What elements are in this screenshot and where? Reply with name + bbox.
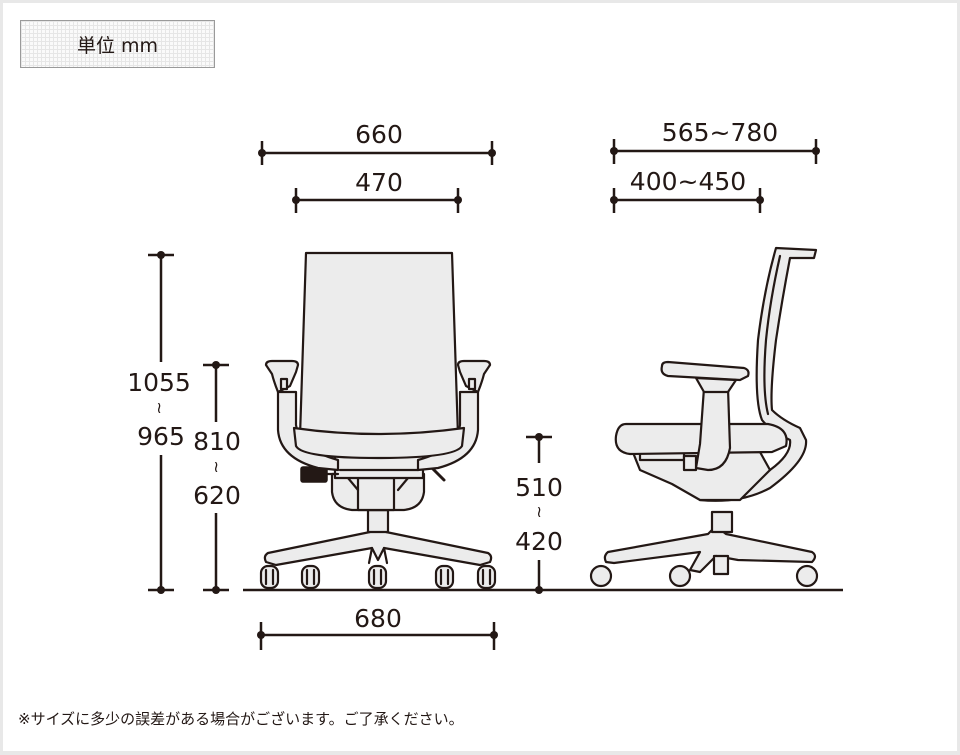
armrest-height-max: 810 xyxy=(193,427,241,456)
caster-wheel xyxy=(589,564,613,588)
dimension-overall-depth: 565~780 xyxy=(610,118,820,164)
overall-width-value: 660 xyxy=(355,120,403,149)
armrest-side xyxy=(660,360,750,382)
chair-front-view xyxy=(259,251,497,590)
base-width-value: 680 xyxy=(354,604,402,633)
dimension-overall-height: 1055 ~ 965 xyxy=(127,251,191,594)
caster-wheels xyxy=(259,564,497,590)
caster-wheel xyxy=(795,564,819,588)
caster-wheel xyxy=(668,564,692,588)
chair-side-view xyxy=(589,246,819,588)
seat-height-max: 510 xyxy=(515,473,563,502)
seat-height-min: 420 xyxy=(515,527,563,556)
dimension-seat-height: 510 ~ 420 xyxy=(515,433,563,594)
unit-label: 単位 mm xyxy=(76,34,159,57)
unit-label-box: 単位 mm xyxy=(20,20,215,68)
dimension-seat-depth: 400~450 xyxy=(610,167,764,213)
overall-depth-value: 565~780 xyxy=(662,118,778,147)
seat-depth-value: 400~450 xyxy=(630,167,746,196)
dimension-overall-width: 660 xyxy=(258,120,496,165)
overall-height-max: 1055 xyxy=(127,368,191,397)
dimension-armrest-height: 810 ~ 620 xyxy=(193,361,241,594)
backrest xyxy=(298,251,460,438)
seat-height-range-symbol: ~ xyxy=(530,505,549,518)
seat-cushion xyxy=(292,426,466,460)
armrest-height-min: 620 xyxy=(193,481,241,510)
size-disclaimer-note: ※サイズに多少の誤差がある場合がございます。ご了承ください。 xyxy=(18,710,464,728)
seat-width-value: 470 xyxy=(355,168,403,197)
dimension-base-width: 680 xyxy=(257,604,498,650)
overall-height-min: 965 xyxy=(137,422,185,451)
overall-height-range-symbol: ~ xyxy=(150,401,169,414)
dimension-seat-width: 470 xyxy=(292,168,462,213)
armrest-height-range-symbol: ~ xyxy=(207,460,226,473)
